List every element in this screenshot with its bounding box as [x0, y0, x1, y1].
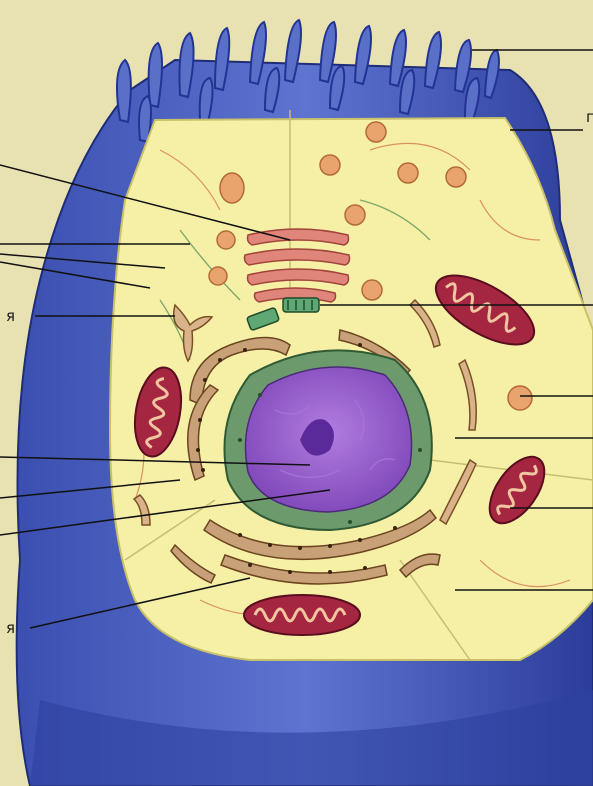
nucleus [224, 350, 431, 530]
label-left-lower: я [6, 621, 15, 636]
label-left-upper: я [6, 309, 15, 324]
label-right-top: г [586, 110, 593, 125]
